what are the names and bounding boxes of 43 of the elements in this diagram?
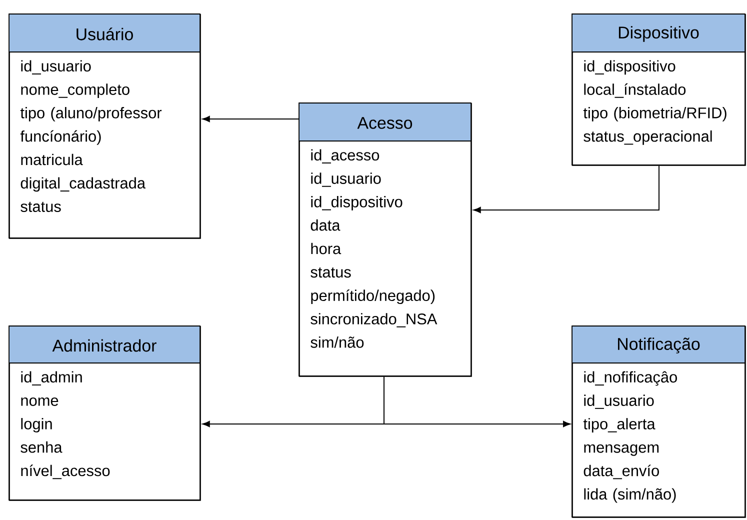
attribute-text: sim/não [310, 336, 364, 348]
attribute-text: nome_completo [21, 84, 130, 98]
entity-box [8, 14, 201, 239]
attribute-text: lida (sim/não) [584, 488, 676, 503]
attribute-text: id_usuario [21, 60, 91, 74]
attribute-text: mensagem [584, 444, 659, 456]
attribute-text: sincronizado_NSA [310, 313, 438, 328]
entity-title: Dispositivo [618, 26, 699, 42]
attribute-text: status_operacional [584, 130, 712, 145]
entity-title: Usuário [76, 28, 133, 40]
entity-title: Notificação [618, 338, 700, 354]
attribute-text: status [20, 202, 61, 212]
attribute-text: matricula [21, 154, 83, 166]
attribute-text: id_dispositivo [584, 60, 676, 75]
attribute-text: local_ínstalado [584, 83, 686, 98]
attribute-text: tipo (biometria/RFID) [583, 107, 726, 122]
entity-box [572, 14, 746, 166]
attribute-text: status [310, 267, 351, 278]
entity-title: Administrador [52, 339, 156, 352]
entity-box [298, 102, 472, 377]
attribute-text: senha [20, 441, 62, 453]
attribute-text: data [310, 219, 340, 231]
attribute-text: data_envío [584, 464, 659, 480]
attribute-text: id_admin [21, 371, 82, 386]
attribute-text: id_nofificaçâo [584, 371, 677, 386]
entity-title: Acesso [357, 117, 412, 129]
arrow [384, 376, 571, 428]
entity-box [8, 326, 201, 501]
attribute-text: nível_acesso [21, 464, 110, 480]
attribute-text: digital_cadastrada [20, 177, 146, 192]
attribute-text: nome [21, 397, 58, 406]
attribute-text: hora [311, 242, 342, 254]
attribute-text: login [21, 418, 52, 432]
attribute-text: id_usuario [311, 172, 381, 187]
entity-box [572, 326, 746, 518]
attribute-text: id_dispositivo [311, 196, 402, 210]
attribute-text: permítido/negado) [311, 290, 435, 304]
attribute-text: id_usuario [584, 394, 654, 409]
attribute-text: tipo (aluno/professor funcíonário) [20, 107, 162, 145]
arrow [473, 165, 660, 214]
attribute-text: id_acesso [311, 149, 380, 164]
arrow [202, 116, 300, 122]
attribute-text: tipo_alerta [583, 418, 656, 432]
